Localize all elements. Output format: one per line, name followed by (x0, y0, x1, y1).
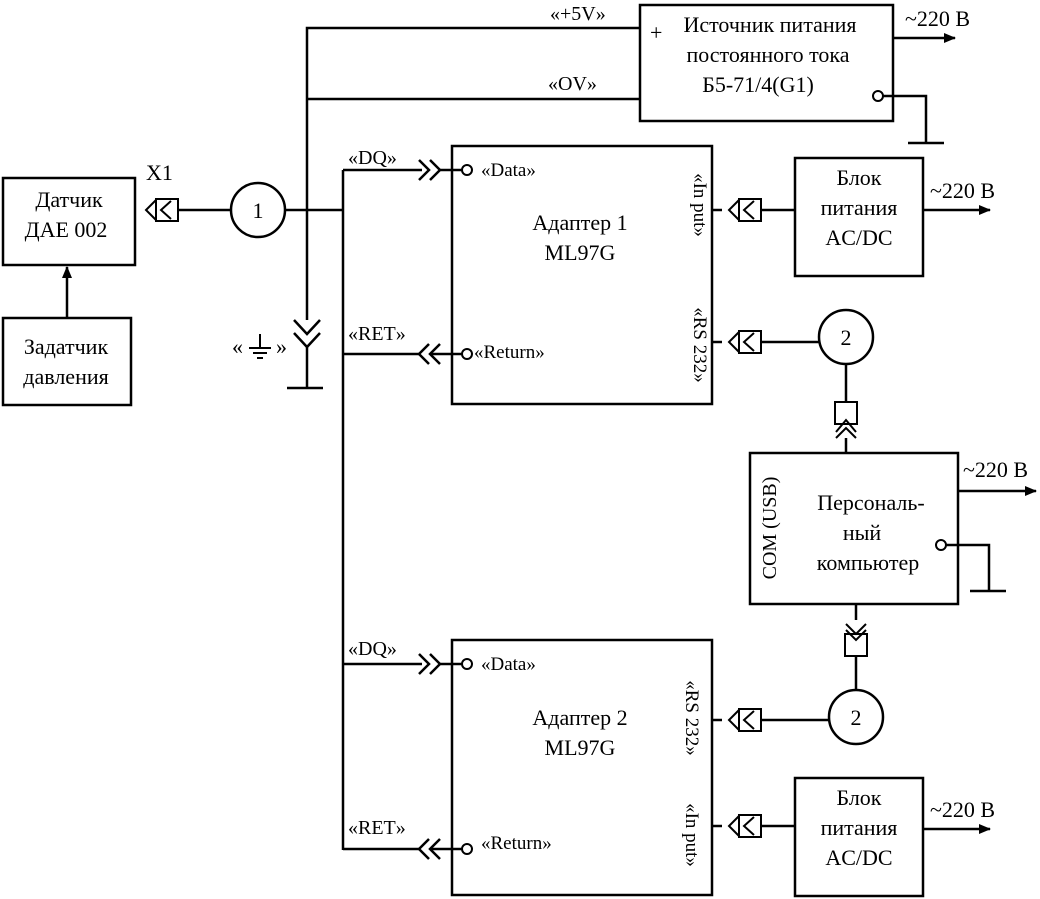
power-unit-2-line1: Блок (836, 785, 881, 810)
psu-mains-label: ~220 В (905, 6, 970, 31)
node-2-upper-label: 2 (841, 325, 852, 350)
adapter-1-return-label: «Return» (474, 342, 545, 363)
pressure-setter-line2: давления (23, 364, 108, 389)
pc-port-label: COM (USB) (759, 477, 781, 580)
adapter-1-model: ML97G (545, 240, 616, 265)
adapter-2-data-label: «Data» (481, 654, 536, 675)
node-1-label: 1 (253, 198, 264, 223)
pc-title-line2: ный (843, 520, 882, 545)
sensor-title: Датчик (35, 187, 103, 212)
ground-label-open: « (232, 334, 243, 359)
personal-computer: COM (USB) Персональ- ный компьютер (748, 451, 960, 606)
pc-ground-symbol (946, 543, 1006, 593)
adapter-2-input-label: «In put» (681, 803, 702, 867)
sensor-model: ДАЕ 002 (25, 217, 108, 242)
ret-2-label: «RET» (348, 817, 406, 839)
node-1: 1 (229, 181, 287, 239)
adapter-1-data-terminal (461, 164, 473, 176)
ret-1-connector (417, 343, 462, 365)
pc-ground-terminal (935, 539, 947, 551)
adapter-2-input-connector (712, 814, 795, 838)
connector-x1-label: X1 (146, 160, 173, 185)
psu-model: Б5-71/4(G1) (702, 72, 814, 97)
adapter-2-rs232-connector (712, 708, 829, 732)
pc-bottom-connector (844, 604, 868, 690)
psu-plus-sign: + (650, 20, 662, 45)
ret-1-label: «RET» (348, 323, 406, 345)
pc-top-connector (834, 401, 858, 453)
rail-plus5v-label: «+5V» (550, 3, 606, 25)
power-unit-1-mains-label: ~220 В (930, 178, 995, 203)
adapter-2-title: Адаптер 2 (532, 705, 627, 730)
pressure-setter-block: Задатчик давления (1, 316, 133, 407)
node-2-lower-label: 2 (851, 705, 862, 730)
power-unit-2-mains-label: ~220 В (930, 797, 995, 822)
power-unit-1-line1: Блок (836, 165, 881, 190)
dq-1-label: «DQ» (348, 147, 397, 169)
rail-zerov-label: «OV» (548, 73, 597, 95)
adapter-1-rs232-connector (712, 330, 820, 354)
psu-title-line1: Источник питания (683, 12, 856, 37)
pc-title-line3: компьютер (817, 550, 919, 575)
dc-power-supply: + Источник питания постоянного тока Б5-7… (638, 3, 895, 123)
psu-ground-symbol (883, 94, 944, 145)
node-2-upper: 2 (817, 308, 875, 366)
power-unit-2-line3: AC/DC (825, 845, 892, 870)
adapter-2-data-terminal (461, 658, 473, 670)
power-unit-1: Блок питания AC/DC (793, 156, 925, 278)
adapter-2-model: ML97G (545, 735, 616, 760)
ground-label: « » (232, 334, 287, 359)
adapter-1-title: Адаптер 1 (532, 210, 627, 235)
adapter-2-return-label: «Return» (481, 833, 552, 854)
adapter-1: Адаптер 1 ML97G «Data» «Return» «In put»… (450, 144, 714, 406)
pc-mains-label: ~220 В (963, 457, 1028, 482)
power-unit-2-line2: питания (821, 815, 898, 840)
dq-2-connector (418, 653, 462, 675)
supply-rails (305, 26, 640, 320)
adapter-2-return-terminal (461, 843, 473, 855)
pc-title-line1: Персональ- (817, 490, 925, 515)
ground-label-close: » (276, 334, 287, 359)
psu-ground-terminal (872, 90, 884, 102)
adapter-1-input-connector (712, 198, 795, 222)
ground-connector (287, 319, 323, 390)
adapter-2: Адаптер 2 ML97G «Data» «Return» «RS 232»… (450, 638, 714, 897)
adapter-2-rs232-label: «RS 232» (681, 680, 702, 756)
ground-icon (249, 334, 271, 359)
pressure-setter-line1: Задатчик (24, 334, 109, 359)
dq-1-connector (418, 159, 462, 181)
connector-x1 (144, 198, 179, 222)
ret-2-connector (417, 838, 462, 860)
power-unit-1-line2: питания (821, 195, 898, 220)
power-unit-2: Блок питания AC/DC (793, 776, 925, 898)
node-2-lower: 2 (827, 688, 885, 746)
adapter-1-return-terminal (461, 348, 473, 360)
dq-2-label: «DQ» (348, 638, 397, 660)
power-unit-1-line3: AC/DC (825, 225, 892, 250)
adapter-1-input-label: «In put» (689, 173, 710, 237)
adapter-1-rs232-label: «RS 232» (689, 307, 710, 383)
sensor-block: Датчик ДАЕ 002 (1, 176, 137, 267)
adapter-1-data-label: «Data» (481, 160, 536, 181)
psu-title-line2: постоянного тока (686, 42, 849, 67)
